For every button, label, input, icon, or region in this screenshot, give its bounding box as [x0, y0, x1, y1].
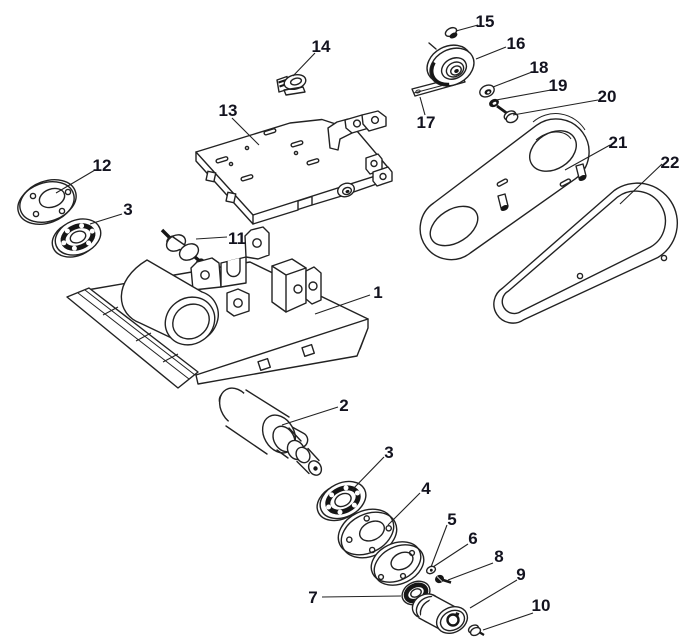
part-22-belt-guard-cover: [493, 182, 679, 324]
callout-18: 18: [530, 58, 549, 77]
part-4-flange: [337, 508, 398, 559]
callout-19: 19: [549, 76, 568, 95]
callout-20: 20: [598, 87, 617, 106]
leader-lines: [55, 24, 663, 631]
part-3-bearing-bottom: [316, 480, 367, 522]
part-14-clamp: [276, 73, 307, 96]
part-16-clutch-pulley: [426, 44, 475, 87]
part-3-bearing-left: [51, 218, 102, 258]
part-8-bolt: [435, 574, 452, 584]
part-11-shock-mount: [160, 228, 205, 266]
callout-3-bottom: 3: [384, 443, 393, 462]
callout-17: 17: [417, 113, 436, 132]
part-9-pulley: [411, 593, 469, 634]
part-10-screw: [467, 624, 485, 637]
callout-16: 16: [507, 34, 526, 53]
callout-22: 22: [661, 153, 680, 172]
callout-11: 11: [228, 229, 246, 248]
callout-14: 14: [312, 37, 331, 56]
callout-12: 12: [93, 156, 112, 175]
callout-2: 2: [339, 396, 348, 415]
part-18-washer: [479, 84, 495, 98]
callout-1: 1: [373, 283, 382, 302]
callout-3-left: 3: [123, 200, 132, 219]
callout-9: 9: [516, 565, 525, 584]
part-2-exciter-shaft: [218, 387, 323, 476]
part-13-mounting-plate: [195, 110, 393, 225]
callout-6: 6: [468, 529, 477, 548]
callout-15: 15: [476, 12, 495, 31]
part-12-flange: [17, 179, 77, 225]
part-1-base-plate-assembly: [66, 226, 369, 389]
part-19-washer: [489, 98, 499, 108]
callout-4: 4: [421, 479, 431, 498]
part-6-washer: [425, 565, 437, 575]
part-21-belt-guard-plate: [419, 113, 590, 261]
callout-21: 21: [609, 133, 628, 152]
callout-5: 5: [447, 510, 456, 529]
callout-8: 8: [494, 547, 503, 566]
part-20-bolt: [496, 104, 519, 124]
part-15-screw: [444, 26, 458, 39]
part-5-flange-plate: [370, 541, 425, 586]
callout-13: 13: [219, 101, 238, 120]
callout-labels: 15 16 18 19 20 17 14 13 12 3 11 1 21 22 …: [93, 12, 680, 615]
callout-7: 7: [308, 588, 317, 607]
callout-10: 10: [532, 596, 551, 615]
